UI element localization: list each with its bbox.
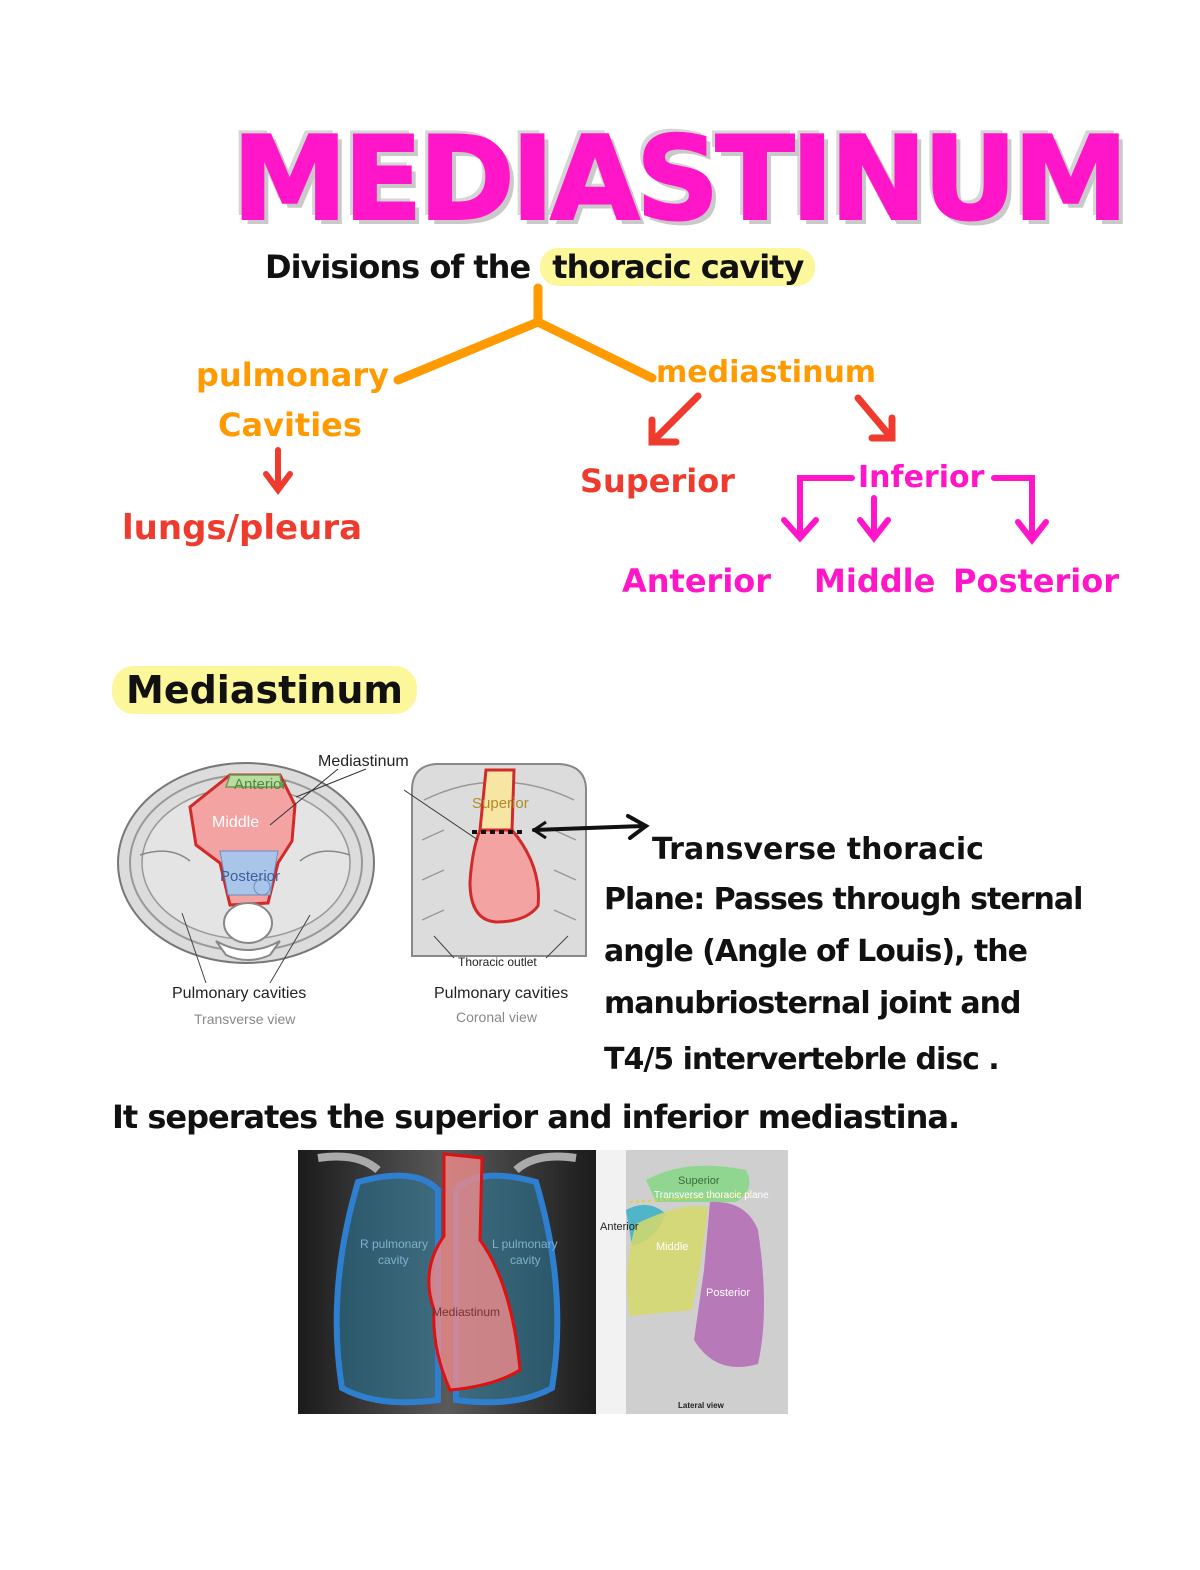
subtitle-prefix: Divisions of the — [265, 248, 531, 286]
section-heading: Mediastinum — [112, 666, 417, 714]
transverse-diagram: Anterior Middle Posterior Mediastinum Pu… — [117, 753, 409, 1027]
lungs-pleura-label: lungs/pleura — [122, 508, 363, 548]
page-title: MEDIASTINUM — [231, 111, 1129, 248]
xray-l-cavity-label-1: L pulmonary — [492, 1237, 558, 1251]
note-line-4: manubriosternal joint and — [604, 986, 1021, 1021]
note-line-2: Plane: Passes through sternal — [604, 882, 1083, 917]
mediastinum-branch-label: mediastinum — [656, 355, 877, 390]
xray-l-cavity-label-2: cavity — [510, 1253, 541, 1267]
frontal-xray: R pulmonary cavity L pulmonary cavity Me… — [298, 1150, 596, 1414]
note-line-3: angle (Angle of Louis), the — [604, 934, 1028, 969]
note-line-5: T4/5 intervertebrle disc . — [604, 1042, 1000, 1077]
xray-r-cavity-label-2: cavity — [378, 1253, 409, 1267]
lateral-view-caption: Lateral view — [678, 1401, 725, 1410]
lateral-plane-label: Transverse thoracic plane — [654, 1190, 769, 1201]
pulmonary-cavities-label-2: Cavities — [218, 406, 362, 444]
coronal-view-caption: Coronal view — [456, 1009, 538, 1025]
anterior-label: Anterior — [622, 562, 772, 600]
transverse-anterior-label: Anterior — [234, 776, 287, 793]
transverse-middle-label: Middle — [212, 814, 259, 831]
subtitle-highlight: thoracic cavity — [540, 248, 816, 286]
division-tree-connectors — [263, 283, 1049, 545]
middle-label: Middle — [814, 562, 936, 600]
lateral-anterior-label: Anterior — [600, 1221, 639, 1233]
coronal-pulmonary-label: Pulmonary cavities — [434, 985, 568, 1002]
subtitle: Divisions of the thoracic cavity — [265, 248, 816, 286]
coronal-superior-label: Superior — [472, 795, 529, 812]
lateral-posterior-label: Posterior — [706, 1287, 750, 1299]
transverse-pulmonary-label: Pulmonary cavities — [172, 985, 306, 1002]
transverse-view-caption: Transverse view — [194, 1011, 296, 1027]
xray-mediastinum-label: Mediastinum — [432, 1305, 500, 1319]
coronal-diagram: Superior Thoracic outlet Pulmonary cavit… — [403, 763, 587, 1025]
note-line-1: Transverse thoracic — [652, 832, 984, 867]
thoracic-outlet-label: Thoracic outlet — [458, 955, 537, 969]
posterior-label: Posterior — [953, 562, 1119, 600]
xray-r-cavity-label-1: R pulmonary — [360, 1237, 428, 1251]
superior-label: Superior — [580, 462, 735, 500]
lateral-middle-label: Middle — [656, 1241, 688, 1253]
lateral-xray: Superior Transverse thoracic plane Anter… — [596, 1150, 788, 1414]
pulmonary-cavities-label-1: pulmonary — [196, 356, 389, 394]
transverse-posterior-label: Posterior — [220, 868, 280, 885]
inferior-label: Inferior — [858, 460, 985, 495]
summary-sentence: It seperates the superior and inferior m… — [112, 1098, 960, 1136]
diagram-mediastinum-label: Mediastinum — [318, 753, 409, 770]
plane-arrow — [532, 814, 650, 840]
section-heading-text: Mediastinum — [112, 666, 417, 714]
lateral-superior-label: Superior — [678, 1175, 720, 1187]
